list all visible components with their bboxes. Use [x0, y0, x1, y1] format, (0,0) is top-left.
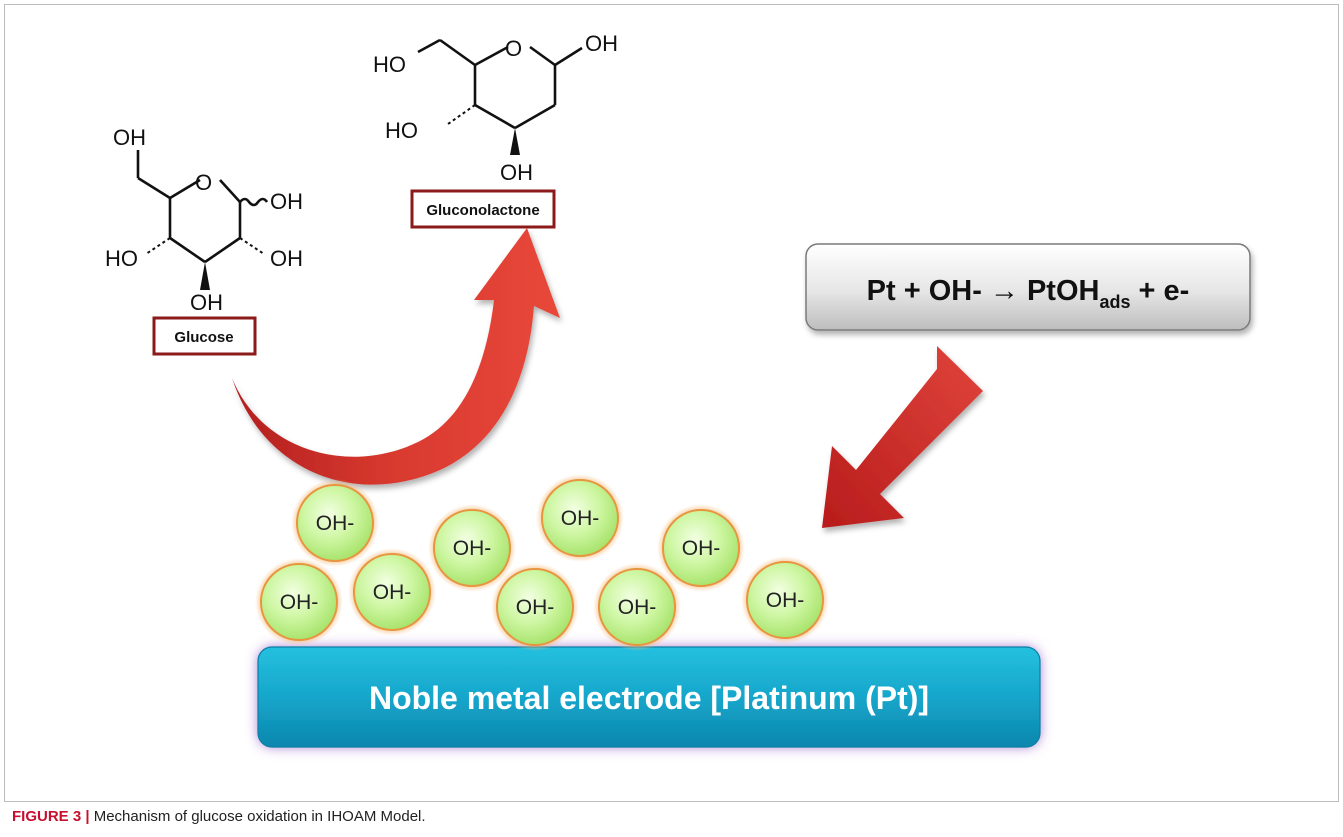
figure-caption: FIGURE 3 | Mechanism of glucose oxidatio…	[12, 808, 426, 825]
gluconolactone-label: Gluconolactone	[426, 202, 539, 219]
oh-ion-label: OH-	[316, 512, 355, 535]
gluconolactone-ho-top: HO	[373, 52, 406, 77]
oh-ion-sphere	[433, 509, 511, 587]
oh-ion-sphere	[746, 561, 824, 639]
glucose-structure	[136, 150, 269, 290]
oh-ion: OH-	[348, 548, 436, 636]
oh-ion-label: OH-	[516, 596, 555, 619]
oh-ion: OH-	[593, 563, 681, 651]
glucose-label: Glucose	[174, 329, 233, 346]
oh-ion-sphere	[496, 568, 574, 646]
adsorption-arrow	[822, 346, 983, 528]
hydroxide-ions: OH- OH- OH- OH- OH- OH- OH- OH- OH-	[255, 474, 829, 651]
figure-frame	[4, 4, 1339, 802]
oh-ion: OH-	[255, 558, 343, 646]
glucose-ring-oxygen: O	[195, 170, 212, 195]
oh-ion-label: OH-	[766, 589, 805, 612]
glucose-oh-bottom: OH	[190, 290, 223, 315]
oh-ion-label: OH-	[618, 596, 657, 619]
oh-ion-sphere	[353, 553, 431, 631]
oh-ion-sphere	[662, 509, 740, 587]
glucose-ho-left: HO	[105, 246, 138, 271]
oh-ion: OH-	[428, 504, 516, 592]
oh-ion-sphere	[260, 563, 338, 641]
oh-ion: OH-	[291, 479, 379, 567]
equation-subscript: ads	[1099, 292, 1130, 312]
glucose-oh-anomeric: OH	[270, 189, 303, 214]
gluconolactone-oh-right: OH	[585, 31, 618, 56]
oh-ion-label: OH-	[682, 537, 721, 560]
glucose-oh-top: OH	[113, 125, 146, 150]
oh-ion: OH-	[657, 504, 745, 592]
caption-text: Mechanism of glucose oxidation in IHOAM …	[89, 808, 426, 825]
gluconolactone-ring-oxygen: O	[505, 36, 522, 61]
glucose-oh-right: OH	[270, 246, 303, 271]
glucose-label-box	[152, 316, 257, 356]
equation-lhs: Pt + OH- → PtOH	[867, 275, 1100, 307]
oh-ion-sphere	[541, 479, 619, 557]
oh-ion-sphere	[296, 484, 374, 562]
oh-ion-sphere	[598, 568, 676, 646]
electrode: Noble metal electrode [Platinum (Pt)]	[257, 646, 1041, 748]
reaction-equation: Pt + OH- → PtOHads + e-	[805, 243, 1251, 331]
figure-label: FIGURE 3 |	[12, 808, 90, 825]
gluconolactone-ho-left: HO	[385, 118, 418, 143]
oh-ion-label: OH-	[561, 507, 600, 530]
equation-rhs: + e-	[1131, 275, 1190, 307]
electrode-label: Noble metal electrode [Platinum (Pt)]	[369, 680, 929, 716]
gluconolactone-oh-bottom: OH	[500, 160, 533, 185]
svg-text:Pt + OH- → PtOHads + e-: Pt + OH- → PtOHads + e-	[867, 275, 1190, 312]
oh-ion-label: OH-	[453, 537, 492, 560]
oh-ion-label: OH-	[280, 591, 319, 614]
mechanism-diagram: OH O OH HO OH OH Glucose HO O OH HO OH G…	[105, 31, 1251, 748]
oh-ion: OH-	[536, 474, 624, 562]
gluconolactone-label-box	[410, 189, 556, 229]
oh-ion-label: OH-	[373, 581, 412, 604]
oh-ion: OH-	[491, 563, 579, 651]
conversion-arrow	[232, 228, 560, 485]
gluconolactone-structure	[417, 38, 583, 155]
oh-ion: OH-	[741, 556, 829, 644]
